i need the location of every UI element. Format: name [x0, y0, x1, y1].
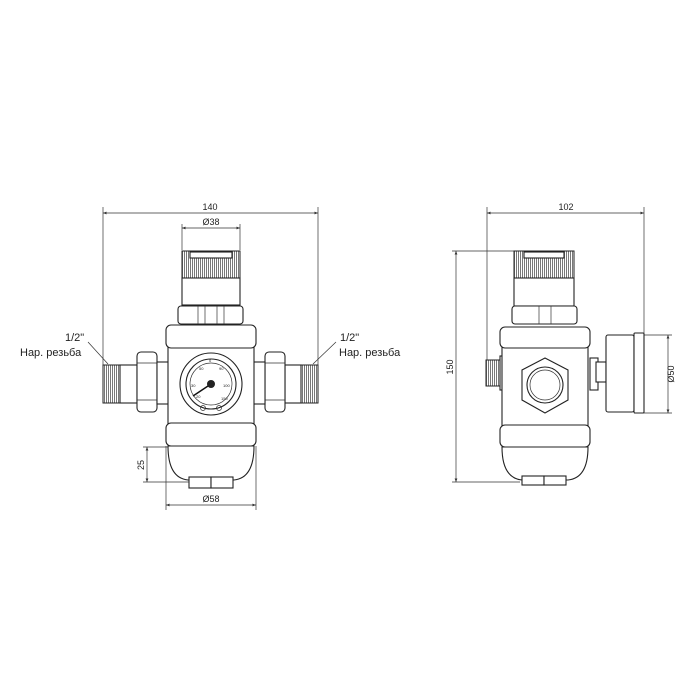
- svg-text:Нар. резьба: Нар. резьба: [20, 347, 82, 359]
- front-view: 140 Ø38: [20, 202, 401, 510]
- dimension-102: 102: [486, 202, 645, 385]
- pressure-gauge: 50 90 100 150 30 20 0: [179, 352, 243, 416]
- svg-text:100: 100: [223, 383, 230, 388]
- dimension-150: 150: [445, 250, 520, 483]
- dimension-cap-diameter: Ø38: [181, 217, 241, 250]
- svg-text:Нар. резьба: Нар. резьба: [339, 347, 401, 359]
- dimension-140: 140: [102, 202, 319, 365]
- side-body: [485, 326, 607, 486]
- dimension-gauge-diameter: Ø50: [644, 334, 676, 414]
- side-view: 102 150 Ø50: [445, 202, 676, 486]
- svg-text:Ø50: Ø50: [666, 365, 676, 382]
- svg-text:90: 90: [219, 366, 224, 371]
- gauge-hub: [207, 380, 215, 388]
- side-cap: [511, 250, 578, 325]
- dimension-bowl-diameter: Ø58: [165, 446, 257, 510]
- svg-text:150: 150: [221, 396, 228, 401]
- left-connection: [102, 351, 170, 413]
- side-gauge: [605, 332, 645, 414]
- svg-text:150: 150: [445, 359, 455, 374]
- svg-text:30: 30: [191, 383, 196, 388]
- dim-width-label: 140: [202, 202, 217, 212]
- svg-text:1/2": 1/2": [340, 332, 359, 344]
- svg-text:0: 0: [209, 358, 212, 363]
- adjustment-cap: [181, 250, 241, 306]
- right-connection: [252, 351, 319, 413]
- right-thread-label: 1/2" Нар. резьба: [312, 332, 401, 365]
- svg-text:1/2": 1/2": [65, 332, 84, 344]
- svg-text:25: 25: [136, 460, 146, 470]
- svg-text:20: 20: [196, 394, 201, 399]
- svg-text:50: 50: [199, 366, 204, 371]
- hex-nut: [177, 305, 244, 325]
- left-thread-label: 1/2" Нар. резьба: [20, 332, 109, 365]
- svg-text:102: 102: [558, 202, 573, 212]
- dim-cap-label: Ø38: [202, 217, 219, 227]
- svg-text:Ø58: Ø58: [202, 494, 219, 504]
